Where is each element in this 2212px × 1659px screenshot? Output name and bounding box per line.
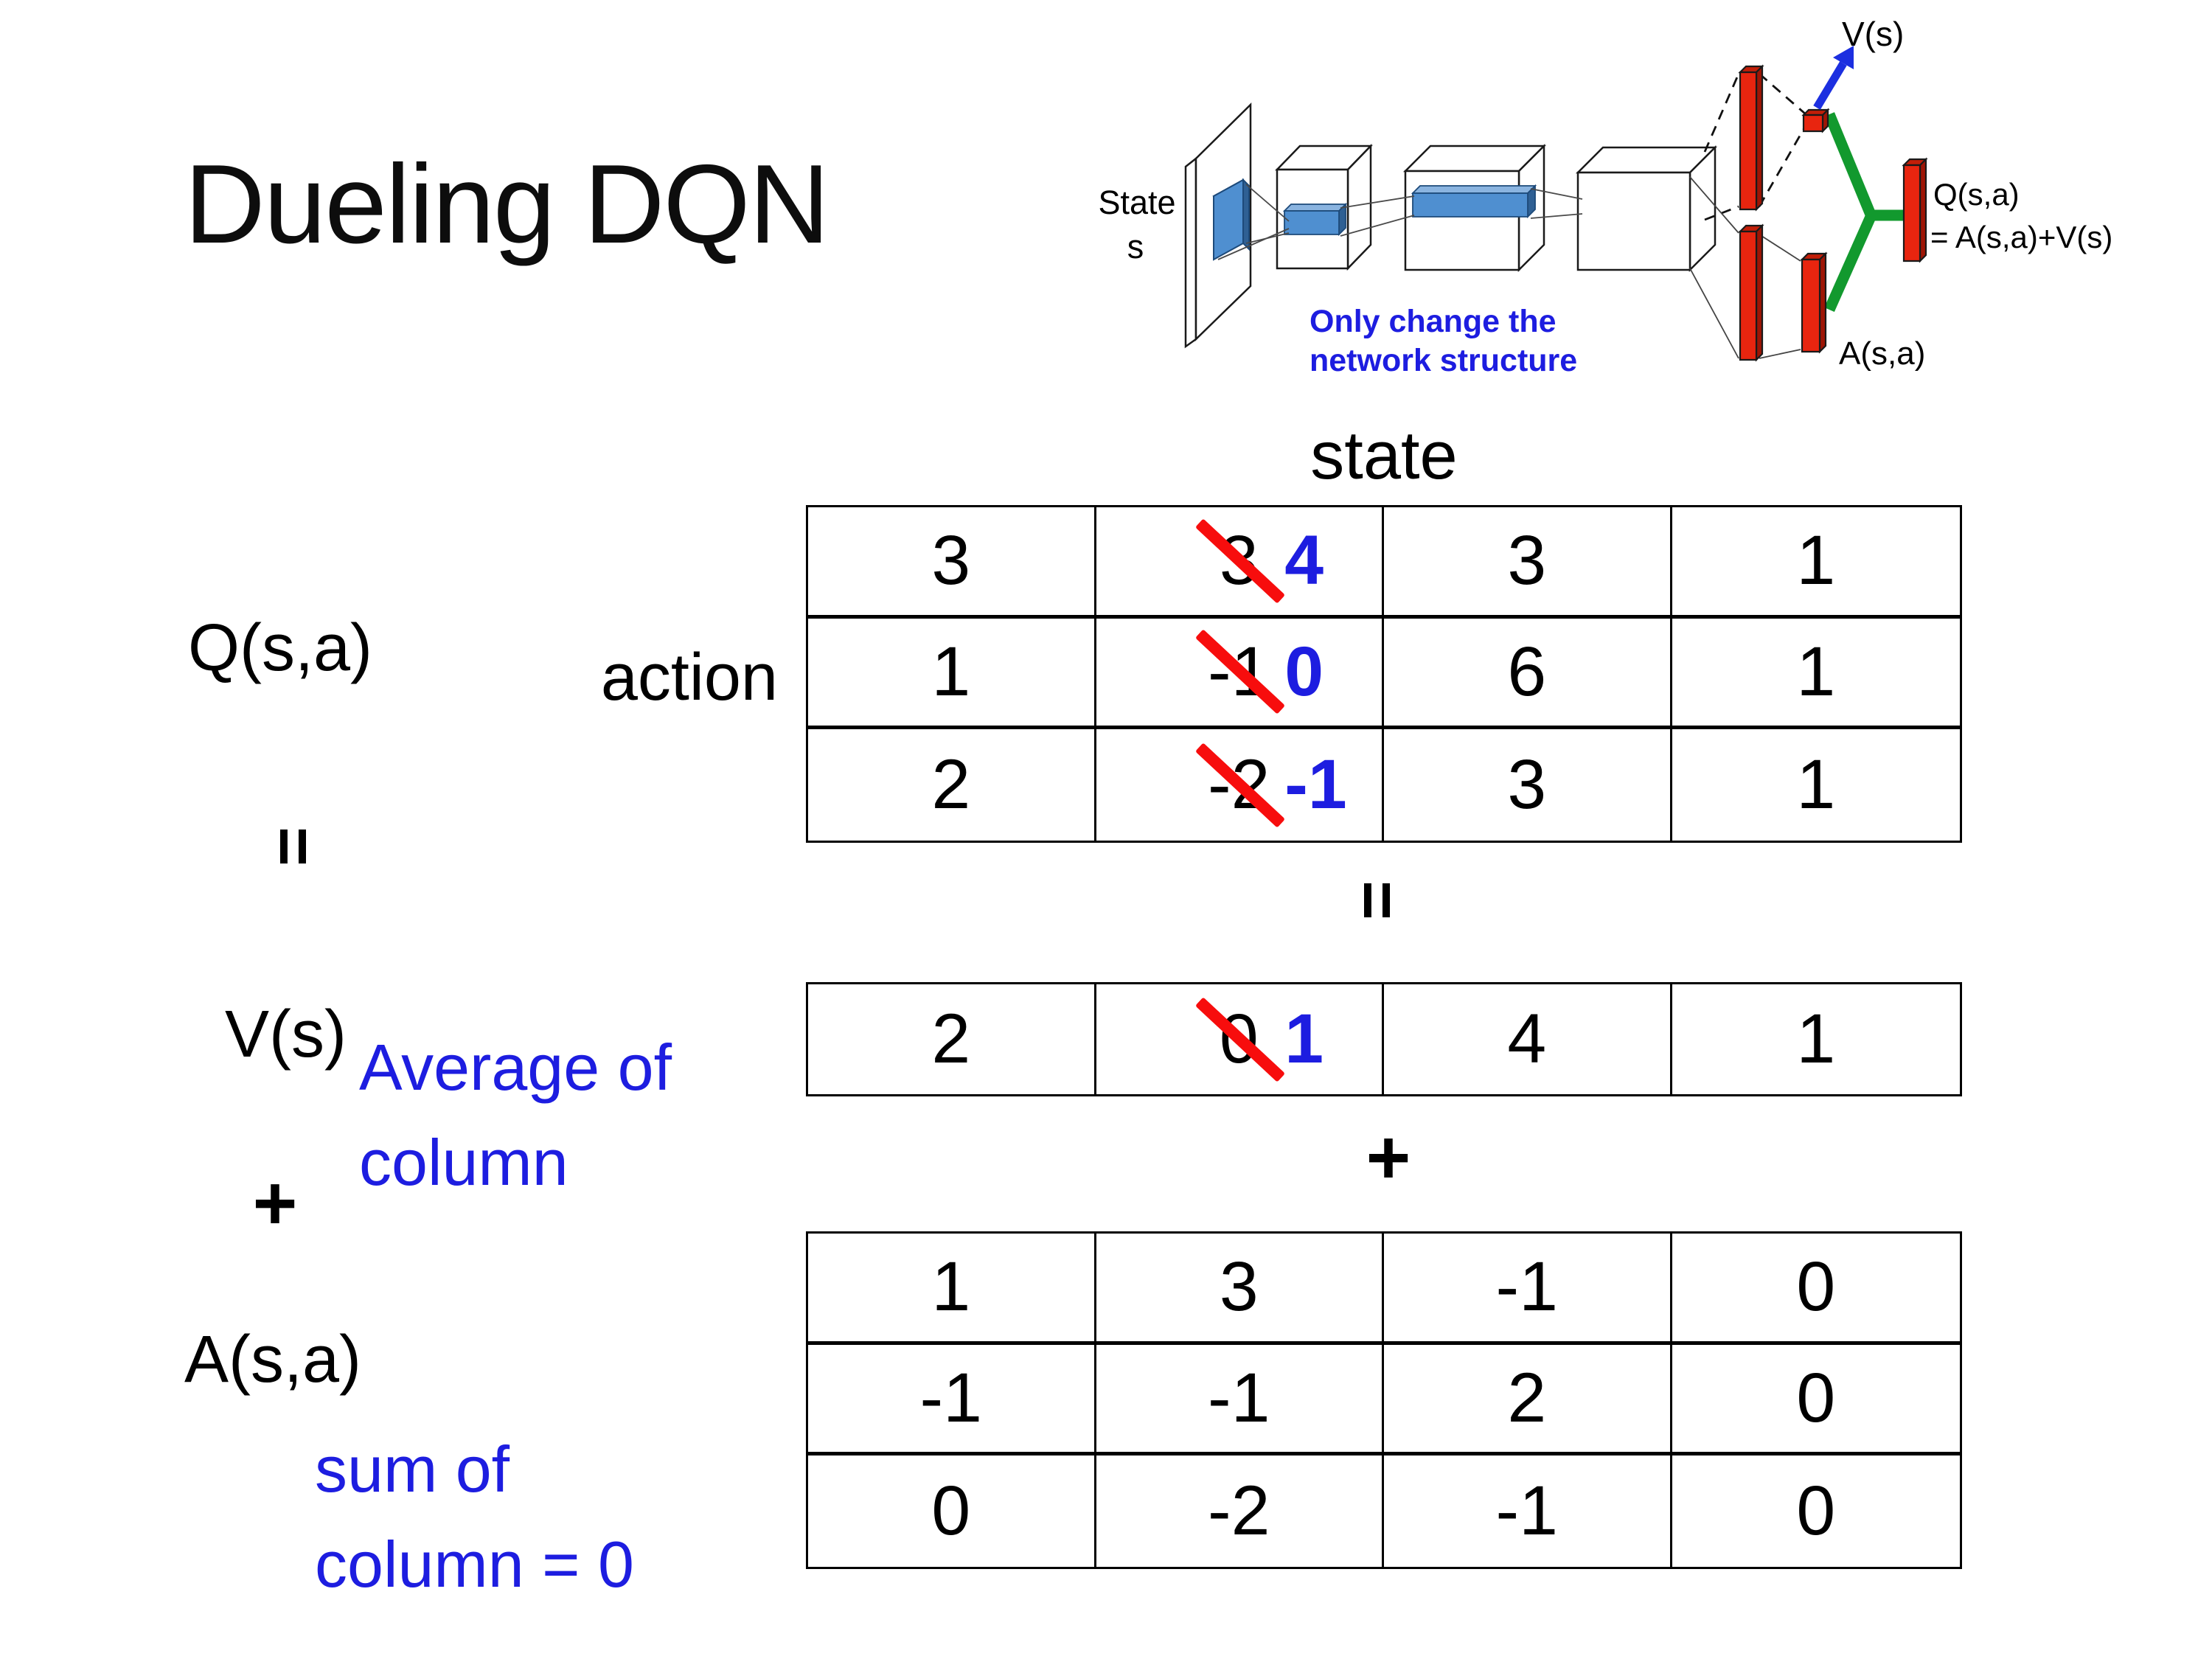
conv-patch-side (1242, 178, 1250, 251)
a-cell: 0 (1672, 1234, 1960, 1345)
page-title: Dueling DQN (184, 142, 830, 267)
feature-bar1 (1284, 210, 1340, 235)
fc-box-front (1576, 171, 1691, 271)
v-row-table: 2 0 1 4 1 (806, 982, 1962, 1096)
q-cell: 1 (1672, 507, 1960, 619)
plus-sign-left: + (252, 1160, 298, 1246)
a-cell: 0 (1796, 1472, 1836, 1551)
q-cell: 1 (1796, 745, 1836, 824)
average-note-line2: column (359, 1126, 568, 1200)
a-matrix-label: A(s,a) (184, 1323, 362, 1397)
a-stream-hidden-bar (1738, 223, 1764, 362)
diagram-note-line2: network structure (1310, 343, 1577, 378)
a-cell: -1 (1384, 1234, 1672, 1345)
q-cell: 3 (1384, 507, 1672, 619)
state-input-label-s: s (1127, 228, 1144, 265)
a-cell: 3 (1096, 1234, 1384, 1345)
average-of-column-note: Average of column (359, 1020, 672, 1211)
aggregator-green-connector (1824, 112, 1910, 313)
a-table: 1 3 -1 0 -1 -1 2 0 0 -2 -1 0 (806, 1231, 1962, 1569)
conv-cone-lines (1217, 184, 1583, 260)
q-cell: 3 (808, 507, 1096, 619)
equals-rotated-mid: = (1340, 880, 1416, 920)
sum-note-line1: sum of (315, 1433, 510, 1506)
a-output-bar (1800, 251, 1828, 354)
q-cell: 1 (1672, 619, 1960, 730)
a-cell: 2 (1384, 1344, 1672, 1456)
v-cell-crossed: 0 1 (1096, 984, 1384, 1094)
plus-sign-mid: + (1366, 1114, 1411, 1200)
q-output-bar (1902, 157, 1928, 263)
v-cell: 2 (808, 984, 1096, 1094)
q-cell-crossed: -2 -1 (1096, 729, 1384, 841)
q-cell-crossed: -1 0 (1096, 618, 1384, 730)
q-matrix-label: Q(s,a) (188, 611, 373, 685)
q-output-formula: = A(s,a)+V(s) (1930, 220, 2112, 254)
a-cell: 1 (808, 1234, 1096, 1345)
diagram-note-line1: Only change the (1310, 304, 1557, 339)
state-input-label: State (1098, 184, 1175, 221)
q-new-value: 0 (1284, 632, 1324, 711)
q-new-value: -1 (1284, 745, 1347, 824)
a-cell: -2 (1096, 1455, 1384, 1567)
v-cell: 4 (1384, 984, 1672, 1094)
state-axis-label: state (1310, 418, 1458, 493)
a-cell: 0 (1672, 1345, 1960, 1456)
a-output-label: A(s,a) (1839, 335, 1925, 372)
a-cell: -1 (808, 1344, 1096, 1456)
equals-rotated-left: = (256, 827, 332, 866)
a-cell: 0 (808, 1455, 1096, 1567)
q-cell-crossed: 3 4 (1096, 507, 1384, 619)
a-cell: -1 (1096, 1344, 1384, 1456)
q-cell: 6 (1384, 618, 1672, 730)
sum-of-column-note: sum of column = 0 (315, 1422, 634, 1613)
v-output-label: V(s) (1842, 15, 1904, 53)
a-stream-lines (1689, 176, 1801, 359)
feature-bar2 (1412, 192, 1528, 218)
v-stream-hidden-bar (1738, 64, 1764, 212)
feature-bar2-top (1411, 185, 1537, 194)
feature-bar1-top (1282, 204, 1348, 212)
action-axis-label: action (600, 641, 778, 714)
v-new-value: 1 (1284, 1000, 1324, 1078)
v-cell: 1 (1796, 1000, 1836, 1078)
v-arrow-shaft (1813, 61, 1847, 110)
v-scalar-node (1801, 108, 1830, 133)
a-cell: -1 (1384, 1455, 1672, 1567)
v-arrow-head (1833, 46, 1854, 69)
input-plane-side (1184, 156, 1197, 349)
q-output-label: Q(s,a) (1933, 177, 2020, 212)
sum-note-line2: column = 0 (315, 1528, 634, 1601)
dueling-network-diagram: State s V(s) Q(s,a) = A(s,a)+V(s) A(s,a)… (1098, 15, 2112, 378)
v-matrix-label: V(s) (225, 998, 347, 1071)
q-cell: 3 (1384, 729, 1672, 841)
average-note-line1: Average of (359, 1031, 672, 1104)
q-cell: 2 (808, 729, 1096, 841)
q-new-value: 4 (1284, 521, 1324, 600)
q-table: 3 3 4 3 1 1 -1 0 6 1 2 -2 -1 3 1 (806, 505, 1962, 843)
conv-patch (1213, 178, 1244, 261)
q-cell: 1 (808, 618, 1096, 730)
